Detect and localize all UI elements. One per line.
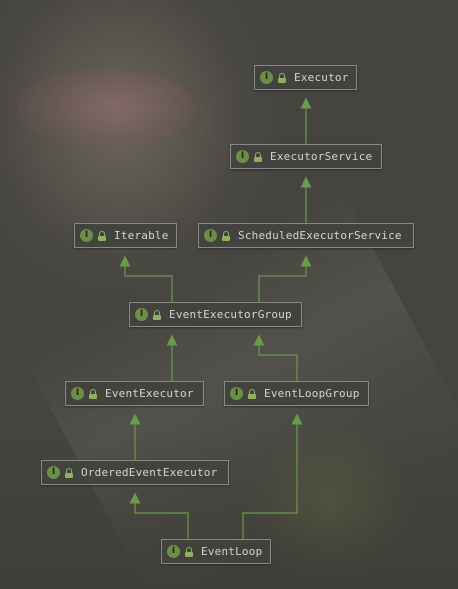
- node-executor-service[interactable]: I ExecutorService: [230, 144, 382, 169]
- node-event-executor[interactable]: I EventExecutor: [65, 381, 204, 406]
- node-label: OrderedEventExecutor: [81, 466, 218, 479]
- node-scheduled-executor-service[interactable]: I ScheduledExecutorService: [198, 223, 414, 248]
- lock-icon: [254, 151, 262, 162]
- node-ordered-event-executor[interactable]: I OrderedEventExecutor: [41, 460, 229, 485]
- node-event-loop-group[interactable]: I EventLoopGroup: [224, 381, 369, 406]
- edge-eventexecutorgroup-scheduled: [258, 255, 312, 302]
- node-label: ExecutorService: [270, 150, 373, 163]
- edge-eventloopgroup-eventexecutorgroup: [253, 334, 298, 381]
- lock-icon: [89, 388, 97, 399]
- node-iterable[interactable]: I Iterable: [74, 223, 177, 248]
- lock-icon: [278, 72, 286, 83]
- node-event-executor-group[interactable]: I EventExecutorGroup: [129, 302, 302, 327]
- lock-icon: [98, 230, 106, 241]
- node-label: EventLoop: [201, 545, 263, 558]
- interface-icon: I: [236, 150, 249, 163]
- node-label: EventLoopGroup: [264, 387, 360, 400]
- lock-icon: [222, 230, 230, 241]
- node-label: Executor: [294, 71, 349, 84]
- interface-icon: I: [80, 229, 93, 242]
- interface-icon: I: [260, 71, 273, 84]
- interface-icon: I: [135, 308, 148, 321]
- lock-icon: [153, 309, 161, 320]
- interface-icon: I: [167, 545, 180, 558]
- interface-icon: I: [204, 229, 217, 242]
- node-label: Iterable: [114, 229, 169, 242]
- lock-icon: [65, 467, 73, 478]
- node-label: EventExecutor: [105, 387, 194, 400]
- lock-icon: [185, 546, 193, 557]
- lock-icon: [248, 388, 256, 399]
- node-label: EventExecutorGroup: [169, 308, 292, 321]
- interface-icon: I: [71, 387, 84, 400]
- interface-icon: I: [230, 387, 243, 400]
- edge-eventloop-eventloopgroup: [242, 413, 303, 539]
- node-label: ScheduledExecutorService: [238, 229, 402, 242]
- interface-icon: I: [47, 466, 60, 479]
- node-event-loop[interactable]: I EventLoop: [161, 539, 271, 564]
- background-lips: [18, 70, 193, 148]
- edge-eventloop-ordered: [129, 492, 189, 539]
- node-executor[interactable]: I Executor: [254, 65, 357, 90]
- edge-eventexecutorgroup-iterable: [119, 255, 173, 302]
